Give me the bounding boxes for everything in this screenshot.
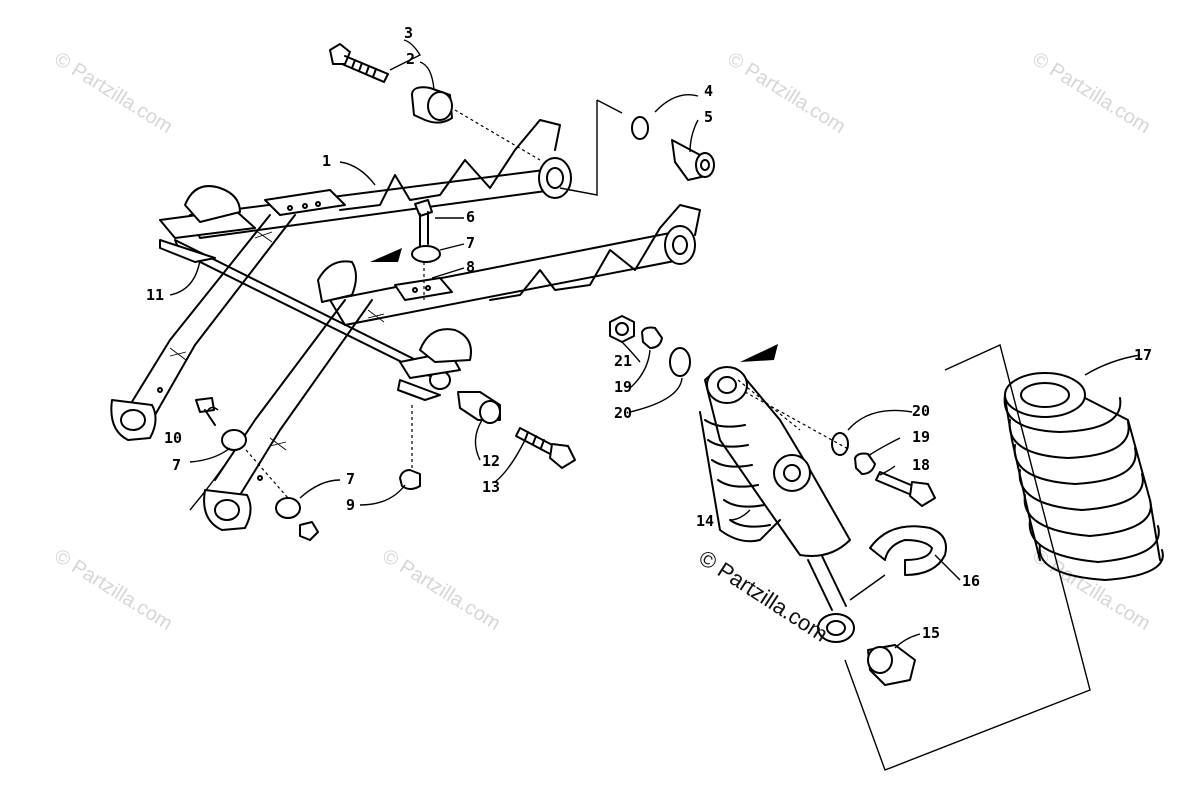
callout-4: 4: [704, 82, 713, 100]
callout-19: 19: [912, 428, 930, 446]
bushing-2: [411, 86, 453, 124]
callout-5: 5: [704, 108, 713, 126]
leader-lines: [169, 39, 1141, 649]
shock-absorber: [609, 315, 936, 643]
washer-7: [411, 245, 441, 263]
callout-8: 8: [466, 258, 475, 276]
washer-7: [275, 497, 301, 519]
callout-3: 3: [404, 24, 413, 42]
callout-16: 16: [962, 572, 980, 590]
bushing-12: [457, 391, 501, 424]
callout-9: 9: [346, 496, 355, 514]
reference-arrow: [370, 248, 402, 262]
spring-retainer-16: [869, 525, 947, 576]
callout-14: 14: [696, 512, 714, 530]
swing-arm: [110, 119, 701, 531]
bolt-13: [515, 427, 576, 469]
washer-4: [631, 116, 649, 140]
callout-2: 2: [406, 50, 415, 68]
callout-7: 7: [466, 234, 475, 252]
bolt-10: [195, 397, 216, 426]
bolt-6: [414, 199, 433, 247]
callout-10: 10: [164, 429, 182, 447]
assembly-frame: [844, 344, 1091, 771]
callout-19: 19: [614, 378, 632, 396]
callout-1: 1: [322, 152, 331, 170]
callout-13: 13: [482, 478, 500, 496]
callout-18: 18: [912, 456, 930, 474]
callout-17: 17: [1134, 346, 1152, 364]
callout-7: 7: [172, 456, 181, 474]
bushing-5: [671, 139, 715, 181]
callout-20: 20: [912, 402, 930, 420]
nut-9: [299, 521, 319, 541]
callout-6: 6: [466, 208, 475, 226]
nut-9: [399, 469, 421, 490]
callout-20: 20: [614, 404, 632, 422]
callout-12: 12: [482, 452, 500, 470]
reference-arrow: [740, 344, 778, 362]
coil-spring-17: [1003, 372, 1164, 581]
callout-11: 11: [146, 286, 164, 304]
bushing-15: [867, 644, 916, 686]
bolt-3: [329, 43, 389, 83]
washer-7: [221, 429, 247, 451]
callout-15: 15: [922, 624, 940, 642]
callout-7: 7: [346, 470, 355, 488]
callout-21: 21: [614, 352, 632, 370]
